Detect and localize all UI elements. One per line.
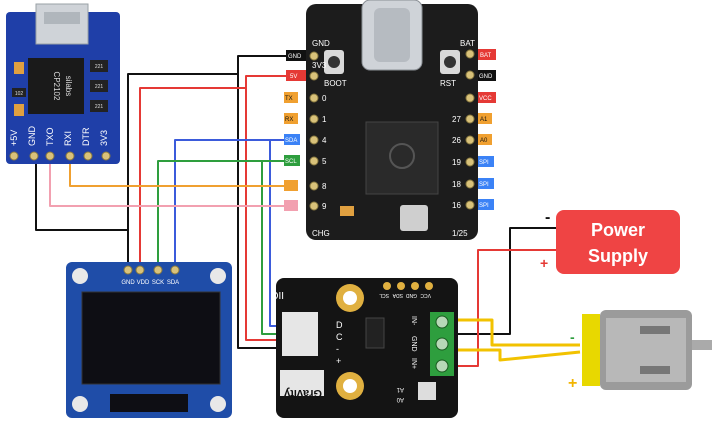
mcu-tag-a0: A0 <box>480 138 488 144</box>
pin-label-5v: +5V <box>9 130 19 146</box>
wire-gnd-uart-mcu <box>127 73 238 230</box>
mcu-tag-tx: TX <box>285 96 293 102</box>
mcu-pin-num: 4 <box>322 136 327 145</box>
mcu-tag-bat: BAT <box>480 53 492 59</box>
chip-model: CP2102 <box>52 72 61 101</box>
mcu-pin-num: 9 <box>322 202 327 211</box>
driver-side-minus: - <box>336 344 339 354</box>
mcu-top-gnd: GND <box>312 39 330 48</box>
driver-ic <box>365 317 385 349</box>
resistor-label: 221 <box>95 104 104 110</box>
mcu-tag-scl: SCL <box>285 159 297 165</box>
wire-power-minus <box>452 227 556 335</box>
wire-motor-2 <box>452 348 581 362</box>
mcu-pin-num: 5 <box>322 157 327 166</box>
mcu-top-bat: BAT <box>460 39 475 48</box>
driver-hdr-gnd: GND <box>406 292 418 298</box>
driver-side-d: D <box>336 320 343 330</box>
mcu-pin-num: 16 <box>452 201 461 210</box>
pin-label-dtr: DTR <box>81 127 91 146</box>
chip-brand: silabs <box>64 76 73 96</box>
driver-side-plus: + <box>336 356 341 366</box>
rp2040-chip <box>365 121 439 195</box>
wire-scl <box>157 160 290 268</box>
mcu-top-rst: RST <box>440 79 456 88</box>
oled-pin-sck: SCK <box>152 280 164 286</box>
resistor-label: 221 <box>95 84 104 90</box>
mcu-pin-num: 18 <box>452 180 461 189</box>
mcu-pin-num: 27 <box>452 115 461 124</box>
driver-bus-label: IIC <box>271 289 284 300</box>
terminal-in-plus: IN+ <box>410 358 417 369</box>
power-minus: - <box>545 209 550 226</box>
mcu-tag-sda: SDA <box>285 138 297 144</box>
mcu-pin-num: 0 <box>322 94 327 103</box>
terminal-gnd: GND <box>410 336 417 352</box>
mcu-tag-rx: RX <box>285 117 293 123</box>
mcu-tag-gnd-r: GND <box>479 74 493 80</box>
dc-motor: - + <box>568 310 712 392</box>
mcu-pin-num: 1 <box>322 115 327 124</box>
wire-power-plus <box>452 249 556 367</box>
mcu-tag-spi: SPI <box>479 182 489 188</box>
power-plus: + <box>540 255 548 271</box>
oled-module: GND VDD SCK SDA <box>66 262 232 418</box>
pin-label-3v3: 3V3 <box>99 130 109 146</box>
driver-hdr-vcc: VCC <box>420 292 431 298</box>
mcu-bottom-chg: CHG <box>312 229 330 238</box>
wire-gnd-uart <box>35 150 129 268</box>
power-supply: Power Supply - + <box>540 209 680 274</box>
mcu-pin-num: 8 <box>322 182 327 191</box>
oled-pin-vdd: VDD <box>137 280 150 286</box>
motor-driver-board: SCL SDA GND VCC IIC D C - + IN- GND IN+ <box>271 278 458 418</box>
driver-side-c: C <box>336 332 343 342</box>
mcu-top-3v3: 3V3 <box>312 61 327 70</box>
driver-hdr-scl: SCL <box>379 292 389 298</box>
mcu-tag-5v: 5V <box>290 74 297 80</box>
oled-screen <box>81 291 221 385</box>
motor-minus: - <box>570 329 575 345</box>
driver-hdr-sda: SDA <box>392 292 403 298</box>
pin-label-gnd: GND <box>27 126 37 147</box>
dip-a1: A1 <box>396 386 404 392</box>
oled-pin-gnd: GND <box>121 280 135 286</box>
power-line2: Supply <box>588 246 648 266</box>
mcu-tag-a1: A1 <box>480 117 488 123</box>
mcu-bottom-version: 1/25 <box>452 229 468 238</box>
mcu-top-boot: BOOT <box>324 79 347 88</box>
driver-brand: Gravity <box>283 387 322 399</box>
resistor-label: 221 <box>95 64 104 70</box>
mcu-pin-num: 26 <box>452 136 461 145</box>
mcu-tag-spi: SPI <box>479 203 489 209</box>
mcu-board: GND 3V3 BOOT RST BAT CHG 1/25 <box>306 0 478 240</box>
mcu-tag-vcc: VCC <box>479 96 492 102</box>
mcu-pin-num: 19 <box>452 158 461 167</box>
wire-motor-1 <box>452 318 580 347</box>
dip-switch <box>418 382 436 400</box>
terminal-in-minus: IN- <box>410 316 417 326</box>
gravity-connector <box>282 312 318 356</box>
pin-label-txo: TXO <box>45 127 55 146</box>
mcu-tag-gnd: GND <box>288 54 302 60</box>
usb-uart-board: silabs CP2102 102 221 221 221 +5V GND TX… <box>6 3 120 164</box>
oled-pin-sda: SDA <box>167 280 179 286</box>
pin-label-rxi: RXI <box>63 131 73 146</box>
resistor-label: 102 <box>15 91 24 97</box>
motor-plus: + <box>568 375 577 392</box>
wire-5v-oled <box>139 87 246 268</box>
wire-sda <box>174 139 290 268</box>
mcu-tag-spi: SPI <box>479 160 489 166</box>
power-line1: Power <box>591 220 645 240</box>
cp2102-chip <box>28 58 84 114</box>
dip-a0: A0 <box>396 396 404 402</box>
wire-rx <box>49 150 290 207</box>
